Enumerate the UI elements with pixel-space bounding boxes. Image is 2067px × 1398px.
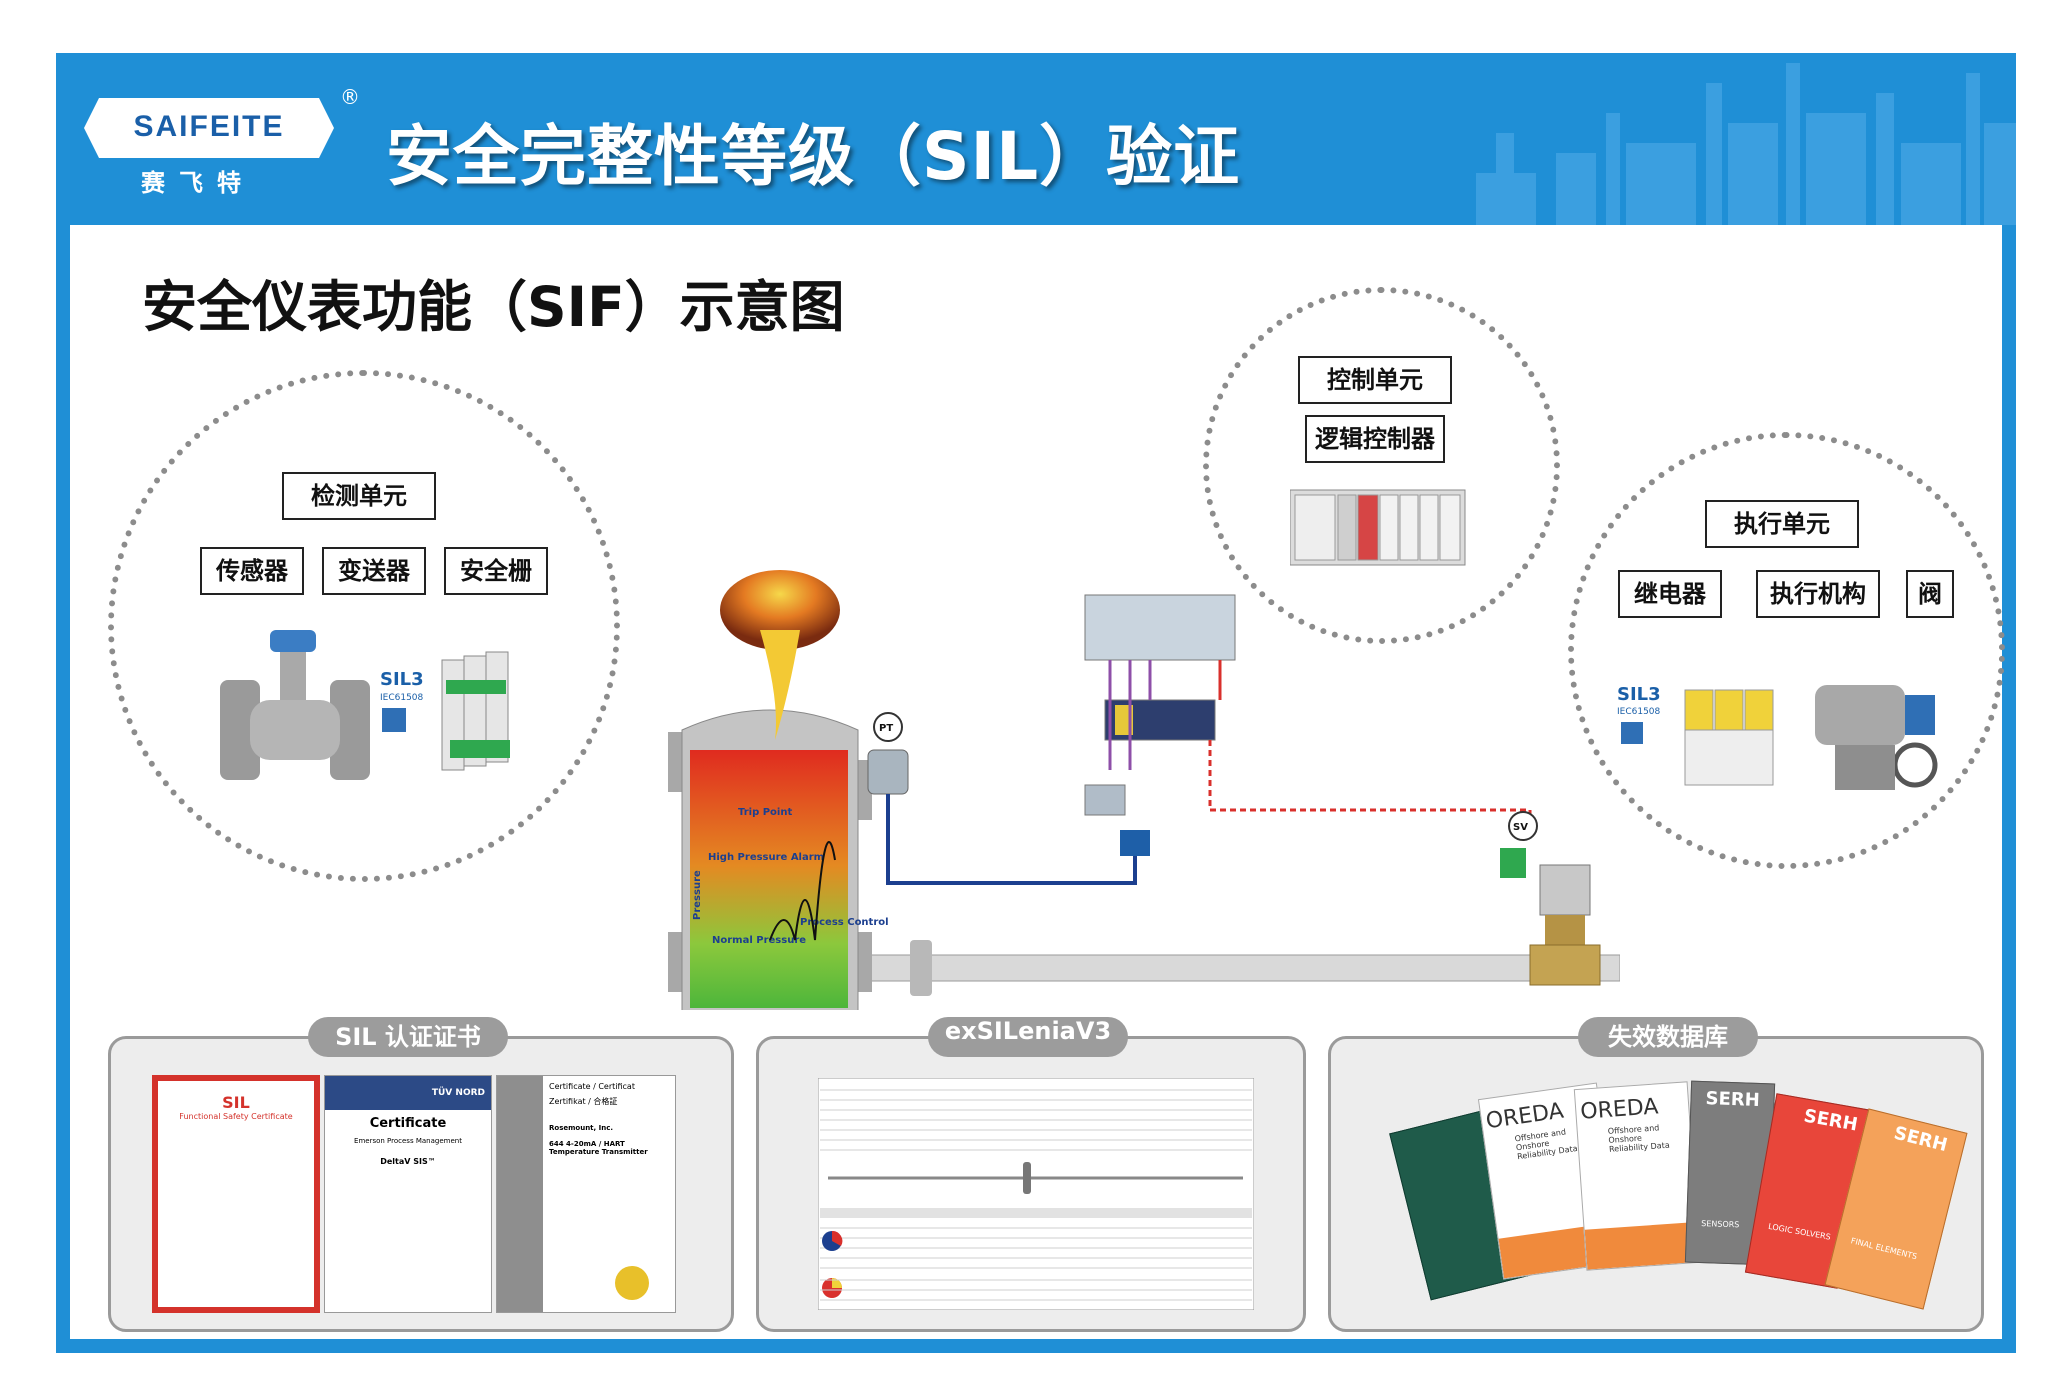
sil3-badge-text: SIL3 [380, 669, 424, 690]
cert2-product: DeltaV SIS™ [380, 1157, 436, 1166]
cert3-company: Rosemount, Inc. [549, 1124, 614, 1132]
diagram-title: 安全仪表功能（SIF）示意图 [142, 275, 845, 339]
book-cover-oreda-2: OREDA Offshore and Onshore Reliability D… [1573, 1081, 1701, 1271]
software-tab: exSILeniaV3 [928, 1017, 1128, 1057]
safety-controller-icon [1084, 594, 1236, 856]
header-banner: SAIFEITE 赛飞特 ® 安全完整性等级（SIL）验证 [56, 53, 2016, 225]
control-unit-bubble [1203, 287, 1560, 644]
sif-process-diagram: Trip Point High Pressure Alarm Normal Pr… [668, 570, 1620, 1010]
logo-text: SAIFEITE [133, 110, 285, 143]
cert2-header-band: TÜV NORD [325, 1076, 491, 1110]
transmitter-label: 变送器 [322, 547, 426, 595]
shutoff-valve-icon: SV [1500, 811, 1601, 986]
valve-signal-line [1208, 740, 1532, 840]
relay-module-icon [1684, 689, 1774, 786]
page-title: 安全完整性等级（SIL）验证 [386, 118, 1241, 195]
cert3-head2: Zertifikat / 合格証 [549, 1097, 618, 1106]
logo-cn-text: 赛飞特 [141, 169, 255, 197]
cert3-head: Certificate / Certificat [549, 1082, 635, 1091]
detection-devices-image: SIL3 IEC61508 [220, 630, 510, 780]
process-pipe [859, 940, 1620, 996]
high-alarm-text: High Pressure Alarm [708, 852, 824, 863]
flame-icon [720, 570, 840, 740]
sil-certificate-3: Certificate / Certificat Zertifikat / 合格… [496, 1075, 676, 1313]
registered-mark: ® [340, 85, 360, 109]
execution-unit-label: 执行单元 [1705, 500, 1859, 548]
cert2-title: Certificate [369, 1116, 447, 1131]
pt-tag: PT [879, 723, 893, 734]
electric-actuator-icon [1815, 685, 1938, 790]
logo-badge [84, 98, 334, 158]
process-control-text: Process Control [800, 917, 889, 928]
execution-unit-bubble [1568, 432, 2005, 869]
actuator-label: 执行机构 [1756, 570, 1880, 618]
normal-pressure-text: Normal Pressure [712, 935, 806, 946]
certificates-tab: SIL 认证证书 [308, 1017, 508, 1057]
exec-sil3-badge-text: SIL3 [1617, 684, 1661, 705]
sil-certificate-2: TÜV NORD Certificate Emerson Process Man… [324, 1075, 492, 1313]
trip-point-text: Trip Point [738, 807, 792, 818]
failure-database-tab: 失效数据库 [1578, 1017, 1758, 1057]
sil-certificate-1: SIL Functional Safety Certificate [152, 1075, 320, 1313]
sil3-badge-subtext: IEC61508 [380, 693, 424, 703]
pressure-transmitter-icon: PT [867, 712, 909, 795]
book-title: SERH [1705, 1088, 1761, 1111]
sil3-badge-icon: SIL3 IEC61508 [380, 669, 424, 732]
cert3-sidebar [497, 1076, 543, 1312]
cert2-company: Emerson Process Management [354, 1137, 462, 1145]
factory-skyline-graphic [1476, 63, 2016, 225]
safety-barrier-module-icon [441, 651, 510, 771]
cert1-title: SIL [222, 1093, 250, 1112]
transmitter-signal-line [886, 794, 1137, 885]
detection-unit-bubble [108, 370, 620, 882]
valve-label: 阀 [1906, 570, 1954, 618]
book-band [1584, 1221, 1700, 1270]
execution-devices-image: SIL3 IEC61508 [1617, 684, 1938, 790]
control-unit-label: 控制单元 [1298, 356, 1452, 404]
certification-seal-icon [615, 1266, 649, 1300]
pressure-vessel: Trip Point High Pressure Alarm Normal Pr… [668, 709, 889, 1010]
exec-sil3-badge-subtext: IEC61508 [1617, 707, 1661, 717]
sv-tag: SV [1513, 822, 1528, 833]
exsilentia-screenshot [818, 1078, 1254, 1310]
flowmeter-icon [220, 630, 370, 780]
sil3-badge-icon: SIL3 IEC61508 [1617, 684, 1661, 744]
sensor-label: 传感器 [200, 547, 304, 595]
plc-rack-image [1290, 489, 1466, 566]
cert3-product: 644 4-20mA / HART Temperature Transmitte… [549, 1140, 648, 1156]
tuv-nord-brand: TÜV NORD [431, 1088, 485, 1098]
relay-label: 继电器 [1618, 570, 1722, 618]
cert1-subtitle: Functional Safety Certificate [179, 1112, 293, 1121]
logic-controller-label: 逻辑控制器 [1305, 415, 1445, 463]
safety-barrier-label: 安全栅 [444, 547, 548, 595]
pressure-axis-text: Pressure [692, 870, 703, 920]
detection-unit-label: 检测单元 [282, 472, 436, 520]
